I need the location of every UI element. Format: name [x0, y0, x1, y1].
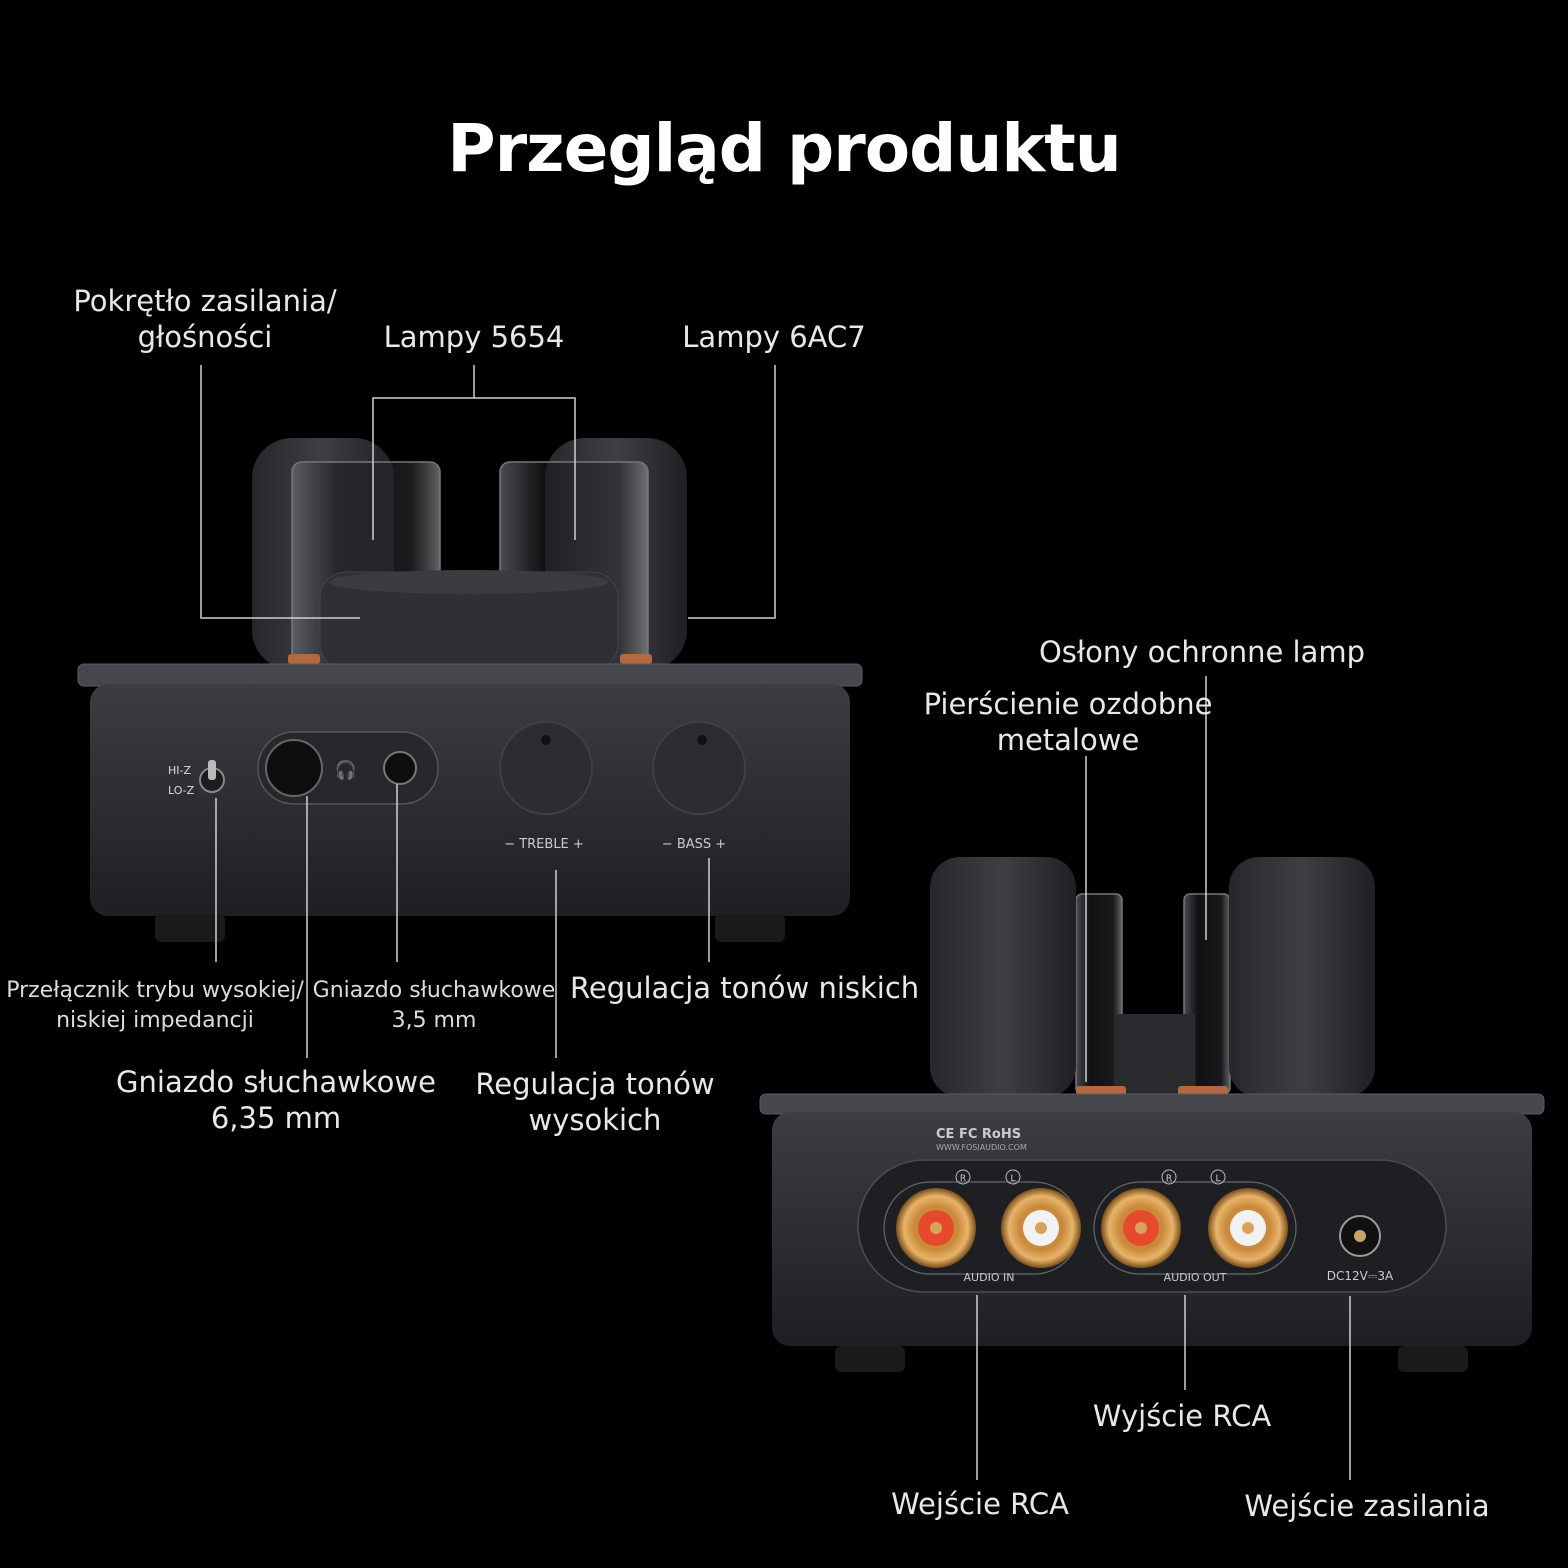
- audio-out-label: AUDIO OUT: [1164, 1271, 1227, 1284]
- label-tube-guards: Osłony ochronne lamp: [1038, 635, 1366, 669]
- amplifier-rear: CE FC RoHS WWW.FOSIAUDIO.COM R L R L AUD…: [759, 857, 1545, 1372]
- lo-z-label: LO-Z: [168, 784, 195, 797]
- bass-label: − BASS +: [662, 837, 726, 852]
- metal-ring-right: [1178, 1086, 1228, 1095]
- tube-guard-right: [1229, 857, 1375, 1097]
- headphone-jack-635: [265, 739, 323, 797]
- label-rca-input: Wejście RCA: [891, 1487, 1069, 1521]
- page-title: Przegląd produktu: [447, 110, 1122, 187]
- label-headphone-35: Gniazdo słuchawkowe 3,5 mm: [312, 978, 556, 1033]
- amplifier-front: HI-Z LO-Z 🎧 − TREBLE + − BASS +: [77, 438, 863, 942]
- dc-label: DC12V⎓3A: [1327, 1269, 1394, 1283]
- l-mark-out: L: [1215, 1174, 1220, 1184]
- callout-lines: [200, 365, 1351, 1480]
- headphone-icon: 🎧: [335, 759, 357, 781]
- label-rca-output: Wyjście RCA: [1092, 1399, 1272, 1433]
- label-headphone-635: Gniazdo słuchawkowe 6,35 mm: [116, 1065, 436, 1135]
- label-tubes-6ac7: Lampy 6AC7: [682, 320, 866, 354]
- headphone-jack-35: [383, 751, 417, 785]
- bass-knob: [652, 721, 746, 815]
- treble-label: − TREBLE +: [504, 837, 584, 852]
- r-mark-out: R: [1166, 1174, 1172, 1184]
- label-treble-control: Regulacja tonów wysokich: [475, 1067, 715, 1137]
- r-mark-in: R: [960, 1174, 966, 1184]
- metal-ring-left: [1076, 1086, 1126, 1095]
- tube-guard-left: [930, 857, 1076, 1097]
- cert-marks: CE FC RoHS: [936, 1127, 1021, 1142]
- hi-z-label: HI-Z: [168, 764, 191, 777]
- label-power-input: Wejście zasilania: [1244, 1489, 1490, 1523]
- front-panel: [90, 684, 850, 916]
- label-impedance-switch: Przełącznik trybu wysokiej/ niskiej impe…: [6, 978, 304, 1033]
- treble-knob: [499, 721, 593, 815]
- brand-url: WWW.FOSIAUDIO.COM: [936, 1143, 1027, 1152]
- l-mark-in: L: [1010, 1174, 1015, 1184]
- label-metal-rings: Pierścienie ozdobne metalowe: [923, 687, 1213, 757]
- label-bass-control: Regulacja tonów niskich: [570, 971, 920, 1005]
- label-power-volume: Pokrętło zasilania/ głośności: [73, 284, 337, 354]
- label-tubes-5654: Lampy 5654: [383, 320, 565, 354]
- audio-in-label: AUDIO IN: [964, 1271, 1015, 1284]
